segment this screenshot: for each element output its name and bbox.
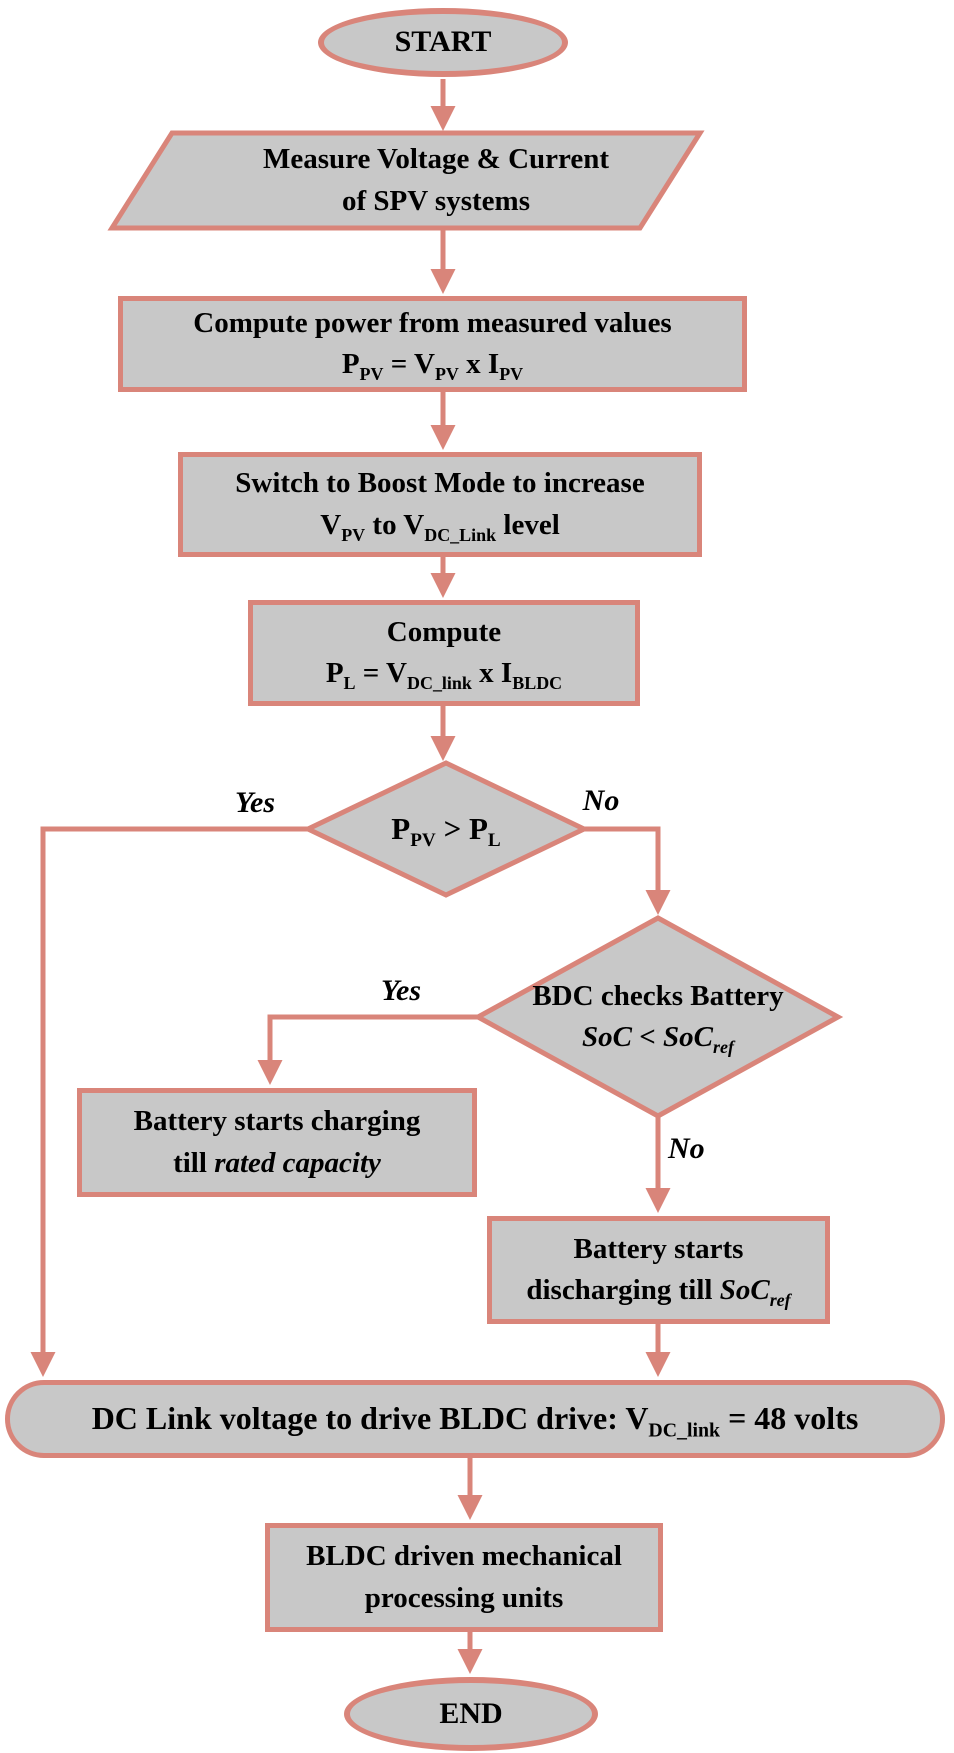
decision-power-yes-label: Yes <box>235 786 275 819</box>
boost-mode-node: Switch to Boost Mode to increase VPV to … <box>178 452 702 557</box>
boost-line2: VPV to VDC_Link level <box>320 508 560 545</box>
end-label: END <box>439 1696 503 1730</box>
decision-power-label: PPV > PL <box>391 810 501 852</box>
arrow-decision-power-no <box>582 826 671 915</box>
compute-load-node: Compute PL = VDC_link x IBLDC <box>248 600 640 706</box>
arrow-decision-power-yes <box>30 826 310 1377</box>
compute-load-line2: PL = VDC_link x IBLDC <box>325 657 563 693</box>
charging-line2: till rated capacity <box>173 1146 381 1179</box>
boost-line1: Switch to Boost Mode to increase <box>235 467 645 500</box>
compute-power-node: Compute power from measured values PPV =… <box>118 296 747 392</box>
compute-load-line1: Compute <box>386 615 502 648</box>
bldc-units-node: BLDC driven mechanical processing units <box>265 1523 663 1632</box>
measure-line1: Measure Voltage & Current <box>262 143 610 176</box>
decision-soc-node: BDC checks Battery SoC < SoCref <box>478 918 838 1116</box>
dc-link-node: DC Link voltage to drive BLDC drive: VDC… <box>5 1380 945 1458</box>
start-label: START <box>394 25 492 59</box>
charging-line1: Battery starts charging <box>133 1105 421 1138</box>
battery-discharging-node: Battery starts discharging till SoCref <box>487 1216 830 1324</box>
arrow-decision-soc-yes <box>257 1014 480 1085</box>
compute-power-line2: PPV = VPV x IPV <box>341 348 524 384</box>
start-node: START <box>318 8 568 77</box>
decision-soc-line1: BDC checks Battery <box>532 979 784 1012</box>
decision-power-node: PPV > PL <box>308 763 584 895</box>
battery-charging-node: Battery starts charging till rated capac… <box>77 1088 477 1197</box>
measure-line2: of SPV systems <box>342 184 530 217</box>
discharging-line1: Battery starts <box>573 1232 744 1265</box>
decision-soc-line2: SoC < SoCref <box>582 1021 734 1057</box>
measure-node: Measure Voltage & Current of SPV systems <box>142 133 730 228</box>
decision-soc-yes-label: Yes <box>381 974 421 1007</box>
diamond-power-shape <box>302 760 590 898</box>
bldc-line2: processing units <box>364 1581 564 1614</box>
diamond-soc-shape <box>472 915 844 1119</box>
end-node: END <box>344 1677 598 1751</box>
compute-power-line1: Compute power from measured values <box>193 306 672 339</box>
dc-link-label: DC Link voltage to drive BLDC drive: VDC… <box>91 1400 859 1442</box>
decision-soc-no-label: No <box>668 1132 705 1165</box>
parallelogram-measure-shape <box>107 130 705 231</box>
bldc-line1: BLDC driven mechanical <box>306 1540 622 1573</box>
decision-power-no-label: No <box>582 784 620 817</box>
discharging-line2: discharging till SoCref <box>526 1274 791 1310</box>
